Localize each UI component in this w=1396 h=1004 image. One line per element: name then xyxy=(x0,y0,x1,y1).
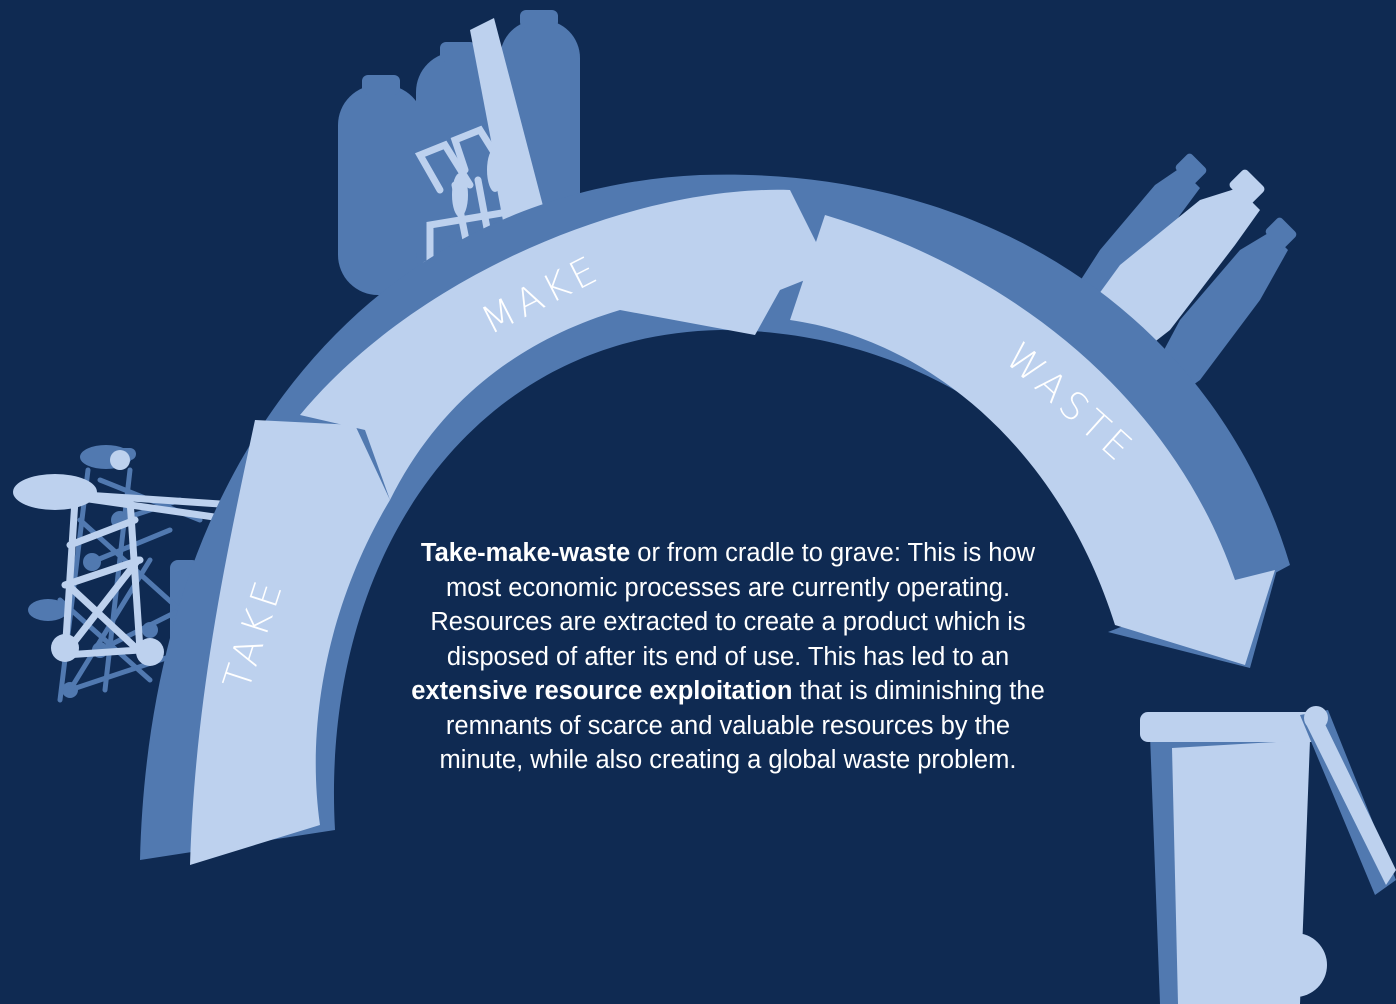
description-emphasis: Take-make-waste xyxy=(420,539,631,567)
description-segment: that is diminishing the remnants of scar… xyxy=(439,677,1045,774)
process-arrows xyxy=(190,189,1275,865)
description-emphasis: extensive resource exploitation xyxy=(411,677,793,705)
waste-arrow xyxy=(790,215,1275,665)
description-text: Take-make-waste or from cradle to grave:… xyxy=(408,536,1048,778)
make-arrow xyxy=(300,189,830,500)
description-segment: or from cradle to grave: This is how mos… xyxy=(430,539,1036,671)
trash-bin-icon xyxy=(1140,706,1396,1004)
take-arrow xyxy=(190,420,390,865)
